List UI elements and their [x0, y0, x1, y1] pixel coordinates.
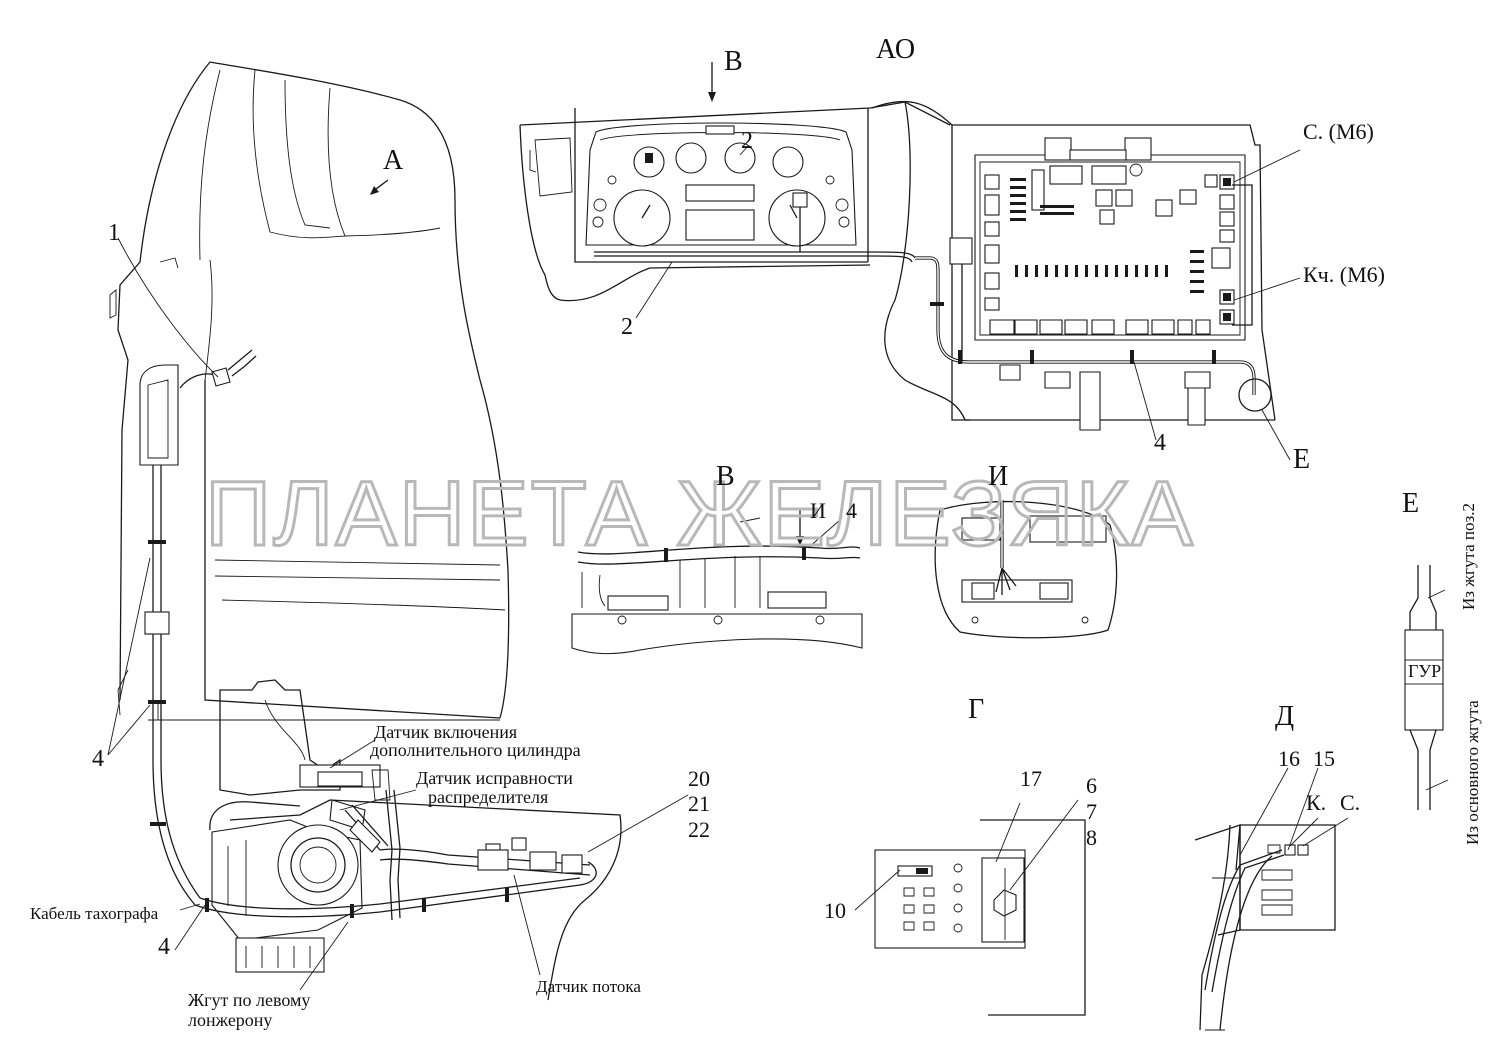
view-v-label: В — [716, 461, 735, 492]
label-gur: ГУР — [1408, 661, 1441, 681]
label-from-main-harness: Из основного жгута — [1463, 700, 1482, 845]
callout-4-ao: 4 — [1154, 430, 1166, 456]
watermark: ПЛАНЕТА ЖЕЛЕЗЯКА — [205, 463, 1195, 565]
label-from-harness-2: Из жгута поз.2 — [1459, 503, 1478, 610]
label-sensor-distributor-1: Датчик исправности — [416, 768, 573, 788]
view-d-label: Д — [1275, 701, 1294, 732]
callout-20: 20 — [688, 766, 710, 791]
callout-8: 8 — [1086, 825, 1097, 850]
label-flow-sensor: Датчик потока — [536, 977, 641, 996]
view-b-arrow-label: В — [724, 46, 743, 77]
view-g-detail — [854, 799, 1086, 1016]
callout-10: 10 — [824, 898, 846, 923]
callout-1: 1 — [108, 220, 120, 246]
callout-6: 6 — [1086, 773, 1097, 798]
view-e-detail-label: Е — [1402, 488, 1419, 519]
view-i-detail — [934, 500, 1118, 639]
label-harness-1: Жгут по левому — [188, 990, 310, 1010]
view-v-detail — [571, 510, 863, 655]
label-sensor-distributor-2: распределителя — [428, 787, 548, 807]
view-ao-label: АО — [876, 34, 915, 65]
callout-i-v: И — [810, 498, 826, 523]
callout-k: К. — [1306, 790, 1326, 815]
label-sensor-cylinder-2: дополнительного цилиндра — [370, 740, 581, 760]
view-g-label: Г — [968, 694, 984, 725]
view-e-label: Е — [1293, 444, 1310, 475]
callout-4-left: 4 — [92, 746, 104, 772]
ao-control-unit-view — [871, 100, 1301, 461]
label-sensor-cylinder-1: Датчик включения — [374, 722, 517, 742]
callout-17: 17 — [1020, 766, 1042, 791]
callout-15: 15 — [1313, 746, 1335, 771]
label-kch-m6: Кч. (М6) — [1303, 262, 1385, 287]
callout-4-bottom: 4 — [158, 934, 170, 960]
label-harness-2: лонжерону — [188, 1010, 272, 1030]
steering-gear-assembly — [179, 679, 689, 1001]
view-i-label: И — [988, 461, 1008, 492]
view-e-detail — [1404, 565, 1449, 810]
callout-2-top: 2 — [741, 128, 753, 154]
dashboard-view — [519, 62, 951, 319]
callout-22: 22 — [688, 817, 710, 842]
callout-21: 21 — [688, 791, 710, 816]
view-d-detail — [1194, 767, 1349, 1031]
label-tacho-cable: Кабель тахографа — [30, 904, 159, 923]
cab-side-view — [109, 61, 510, 906]
callout-2-bottom: 2 — [621, 314, 633, 340]
view-a-label: А — [383, 145, 404, 176]
callout-7: 7 — [1086, 799, 1097, 824]
label-s-m6: С. (М6) — [1303, 119, 1374, 144]
callout-4-v: 4 — [846, 498, 857, 523]
callout-s: С. — [1340, 790, 1360, 815]
callout-16: 16 — [1278, 746, 1300, 771]
